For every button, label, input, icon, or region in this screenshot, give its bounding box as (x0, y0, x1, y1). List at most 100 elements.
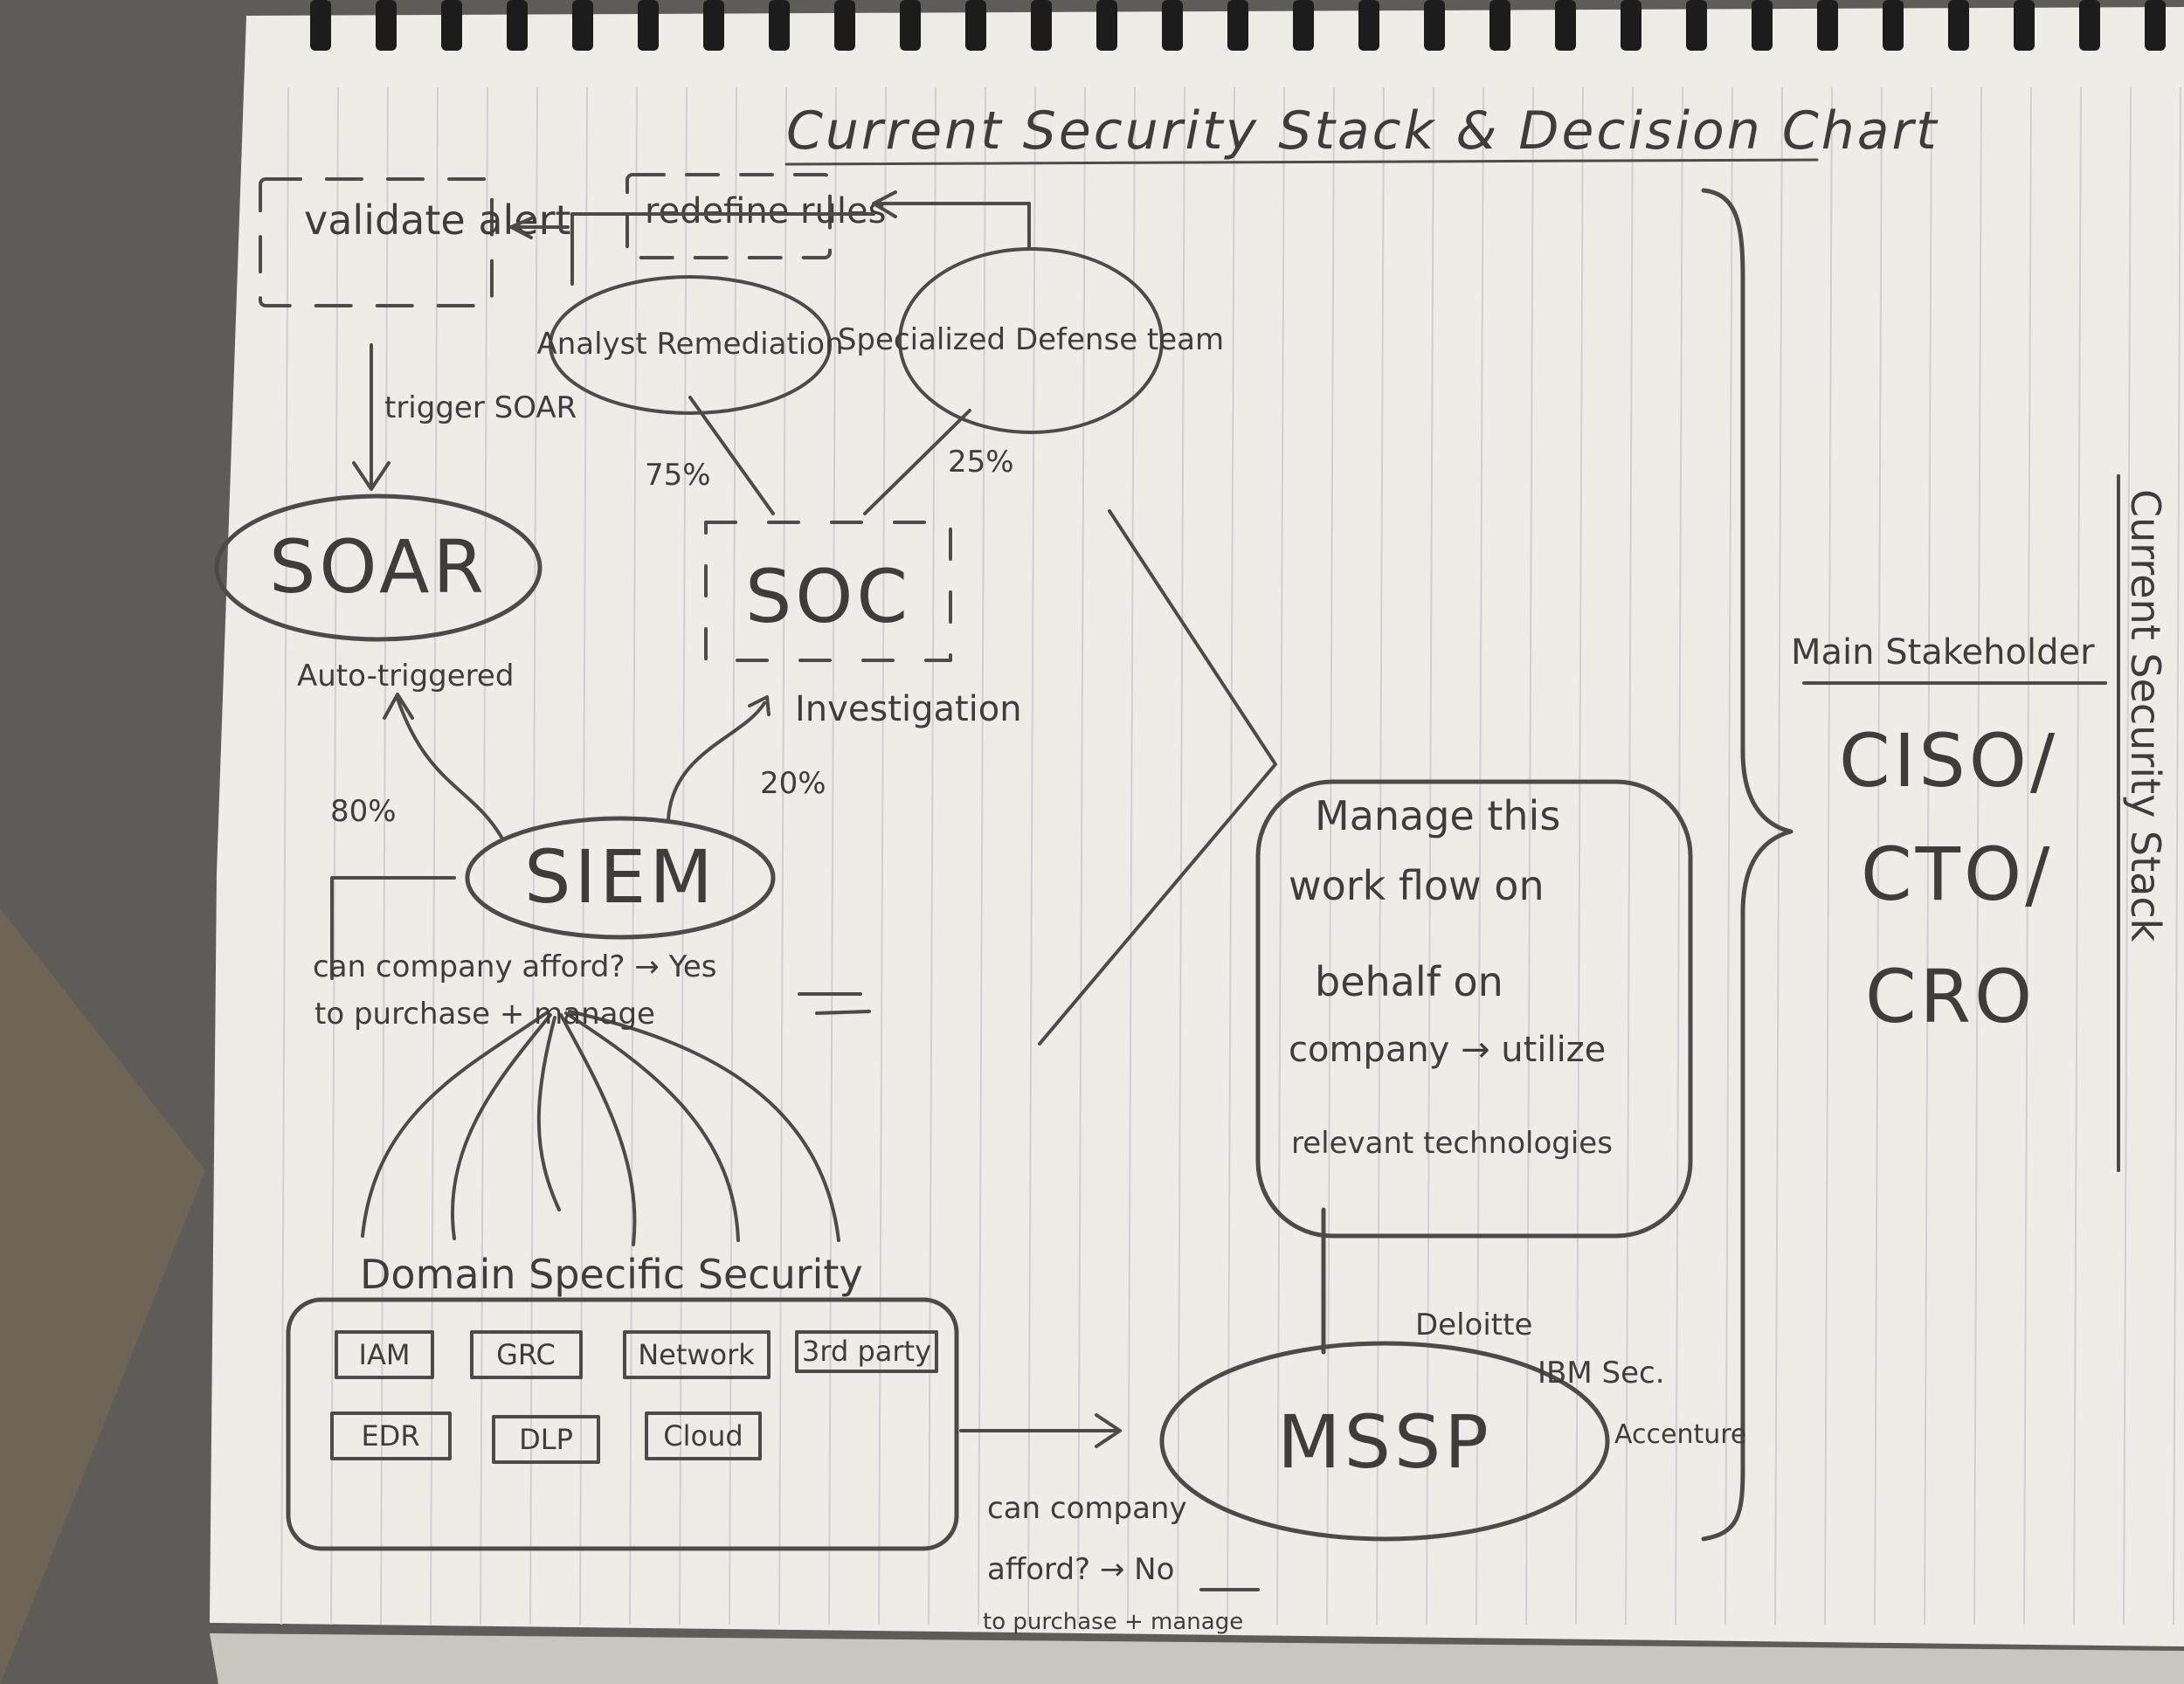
rule-line (330, 86, 339, 1625)
rule-line (1625, 86, 1634, 1625)
spiral-ring (1031, 0, 1052, 51)
arrow-analyst-to-validate (509, 212, 875, 286)
rule-line (1924, 86, 1932, 1625)
redefine-rules-label: redefine rules (645, 191, 886, 231)
spiral-ring (507, 0, 528, 51)
soc-box (704, 521, 952, 662)
soc-label: SOC (745, 554, 911, 639)
mssp-node: MSSP (1159, 1341, 1610, 1542)
spiral-ring (965, 0, 986, 51)
rule-line (1177, 86, 1185, 1625)
domain-security-group: Domain Specific Security IAM GRC Network… (286, 1251, 959, 1551)
tool-box-iam (335, 1330, 434, 1379)
spiral-ring (1817, 0, 1838, 51)
spiral-ring (441, 0, 462, 51)
managed-workflow-box (1255, 779, 1693, 1239)
decision-yes-underline (798, 992, 871, 1015)
tool-box-edr (330, 1411, 452, 1460)
rule-line (1227, 86, 1235, 1625)
arrow-siem-to-soar (383, 693, 504, 840)
spiral-ring (1883, 0, 1904, 51)
validate-alert-node: validate alert (259, 177, 571, 307)
diagram-title: Current Security Stack & Decision Chart (786, 100, 1939, 162)
stakeholder-cro: CRO (1865, 954, 2035, 1039)
fan-line-6 (568, 1010, 840, 1242)
spiral-ring (1555, 0, 1576, 51)
decision-no-line-3: to purchase + manage (983, 1609, 1243, 1635)
line-soc-to-analyst (688, 396, 775, 515)
redefine-rules-box (625, 173, 832, 259)
spiral-ring (834, 0, 855, 51)
spiral-ring (1162, 0, 1183, 51)
spiral-ring (2014, 0, 2035, 51)
vendor-deloitte: Deloitte (1415, 1308, 1532, 1342)
rule-line (1575, 86, 1584, 1625)
redefine-rules-node: redefine rules (625, 173, 886, 259)
brace-stack (1701, 188, 1794, 1542)
rule-line (978, 86, 986, 1625)
spiral-ring (1489, 0, 1510, 51)
rule-line (1077, 86, 1086, 1625)
arrow-validate-to-soar (352, 343, 390, 491)
analyst-remediation-label: Analyst Remediation (536, 327, 843, 362)
domain-security-label: Domain Specific Security (360, 1251, 863, 1298)
rule-line (1973, 86, 1982, 1625)
spiral-ring (1227, 0, 1248, 51)
tool-label-iam: IAM (359, 1338, 411, 1371)
spiral-ring (1293, 0, 1314, 51)
validate-alert-box (259, 177, 494, 307)
rule-line (778, 86, 787, 1625)
spiral-ring (900, 0, 921, 51)
desk-edge (0, 908, 205, 1684)
spiral-ring (2079, 0, 2100, 51)
rule-line (878, 86, 887, 1625)
arrow-siem-to-soc (667, 695, 771, 821)
chevron-to-managed-workflow (1038, 509, 1277, 1046)
side-label: Current Security Stack (2122, 489, 2169, 942)
title-underline (784, 158, 1819, 166)
spiral-ring (1358, 0, 1379, 51)
tool-box-cloud (645, 1411, 762, 1460)
managed-workflow-node: Manage this work flow on behalf on compa… (1255, 779, 1693, 1239)
rule-line (828, 86, 837, 1625)
rule-line (1874, 86, 1883, 1625)
rule-line (1027, 86, 1036, 1625)
spiral-ring (769, 0, 790, 51)
managed-workflow-line-2: work flow on (1289, 862, 1545, 909)
mssp-ellipse (1159, 1341, 1610, 1542)
tool-box-network (623, 1330, 771, 1379)
rule-line (2123, 86, 2132, 1625)
managed-workflow-line-3: behalf on (1315, 958, 1503, 1005)
rule-line (1276, 86, 1285, 1625)
tool-label-network: Network (638, 1338, 755, 1371)
rule-line (1426, 86, 1434, 1625)
spiral-ring (1096, 0, 1117, 51)
analyst-remediation-ellipse (549, 275, 832, 415)
rule-line (1724, 86, 1733, 1625)
rule-line (679, 86, 688, 1625)
spiral-ring (1752, 0, 1773, 51)
fan-line-2 (451, 1013, 552, 1240)
label-pct-75: 75% (645, 458, 711, 493)
rule-line (2073, 86, 2082, 1625)
mssp-label: MSSP (1277, 1399, 1492, 1485)
siem-ellipse (465, 816, 776, 940)
label-pct-80: 80% (330, 794, 397, 829)
managed-workflow-line-1: Manage this (1315, 792, 1560, 839)
tool-label-grc: GRC (496, 1338, 556, 1371)
rule-line (1326, 86, 1335, 1625)
spiral-ring (310, 0, 331, 51)
vendor-ibm: IBM Sec. (1538, 1356, 1665, 1391)
decision-yes-line-1: can company afford? → Yes (313, 949, 716, 984)
decision-yes-line-2: to purchase + manage (314, 997, 655, 1032)
managed-workflow-line-5: relevant technologies (1291, 1126, 1613, 1161)
rule-line (1824, 86, 1833, 1625)
rule-line (280, 86, 289, 1625)
tool-box-3rd-party (795, 1330, 938, 1373)
spiral-ring (2145, 0, 2166, 51)
rule-line (729, 86, 737, 1625)
spiral-ring (376, 0, 397, 51)
tool-box-dlp (492, 1415, 600, 1464)
soc-node: SOC (704, 521, 952, 662)
